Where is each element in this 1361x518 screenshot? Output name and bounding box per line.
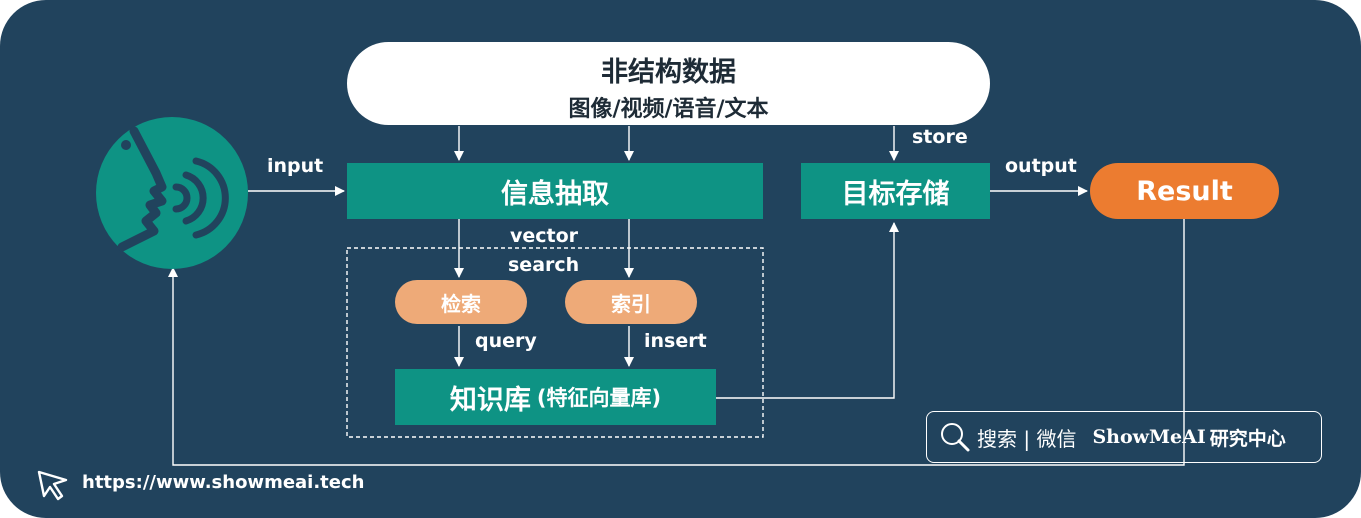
information-extraction-node: 信息抽取 xyxy=(347,163,763,219)
edge-label-store: store xyxy=(912,126,968,148)
kb-main-label: 知识库 xyxy=(449,384,531,416)
result-node: Result xyxy=(1090,163,1279,219)
source-title: 非结构数据 xyxy=(601,57,736,88)
watermark-search-text: 搜索 | 微信 xyxy=(977,426,1077,451)
edge-label-search: search xyxy=(508,254,580,276)
cursor-icon xyxy=(36,468,70,502)
edge-label-insert: insert xyxy=(644,330,707,352)
source-subtitle: 图像/视频/语音/文本 xyxy=(568,97,769,122)
result-label: Result xyxy=(1136,175,1233,207)
retrieve-node: 检索 xyxy=(395,280,527,324)
arrow-result-feedback xyxy=(168,219,1185,466)
unstructured-data-node: 非结构数据 图像/视频/语音/文本 xyxy=(347,42,990,125)
vector-db-group-outline xyxy=(346,247,764,438)
knowledge-base-node: 知识库 (特征向量库) xyxy=(395,369,716,425)
index-label: 索引 xyxy=(611,291,651,316)
index-node: 索引 xyxy=(565,280,697,324)
edge-label-input: input xyxy=(267,155,324,177)
arrow-kb-to-storage xyxy=(716,222,899,399)
speaking-head-icon xyxy=(96,117,248,269)
edge-label-vector: vector xyxy=(510,225,579,247)
watermark-badge: 搜索 | 微信 ShowMeAI 研究中心 xyxy=(926,411,1322,463)
search-icon xyxy=(939,421,971,453)
edge-label-query: query xyxy=(475,330,537,352)
target-storage-node: 目标存储 xyxy=(801,163,990,219)
kb-sub-label: (特征向量库) xyxy=(536,386,662,410)
watermark-brand-suffix: 研究中心 xyxy=(1209,427,1286,450)
edge-label-output: output xyxy=(1005,155,1077,177)
retrieve-label: 检索 xyxy=(441,291,481,316)
footer-url[interactable]: https://www.showmeai.tech xyxy=(82,472,365,493)
storage-label: 目标存储 xyxy=(841,178,950,210)
extract-label: 信息抽取 xyxy=(501,178,609,210)
watermark-brand: ShowMeAI xyxy=(1092,426,1206,448)
